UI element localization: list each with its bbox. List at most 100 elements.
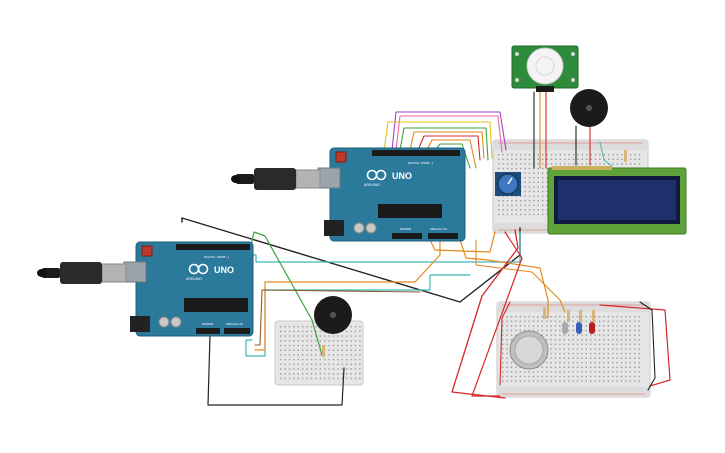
- breadboard-hole: [297, 363, 299, 365]
- breadboard-hole: [350, 373, 352, 375]
- reset-button-bottom[interactable]: [141, 245, 153, 257]
- breadboard-hole: [306, 363, 308, 365]
- breadboard-hole: [502, 195, 504, 197]
- usb-cable-bottom[interactable]: [37, 262, 127, 284]
- piezo-buzzer-bottom[interactable]: [314, 296, 352, 334]
- arduino-bottom[interactable]: UNO ARDUINO DIGITAL (PWM~) POWER ANALOG …: [123, 241, 254, 337]
- led-red[interactable]: [589, 322, 595, 334]
- usb-cable-top[interactable]: [231, 168, 321, 190]
- wire-orange-1[interactable]: [254, 239, 441, 351]
- chip-atmega-bottom: [184, 298, 248, 312]
- breadboard-hole: [359, 377, 361, 380]
- breadboard-hole: [546, 154, 548, 156]
- board-brand-bottom: ARDUINO: [186, 277, 202, 281]
- breadboard-hole: [359, 358, 361, 361]
- wire-pink-1[interactable]: [395, 115, 503, 153]
- breadboard-hole: [537, 195, 539, 197]
- breadboard-hole: [506, 343, 508, 345]
- breadboard-hole: [532, 320, 535, 322]
- breadboard-small[interactable]: [274, 320, 364, 386]
- breadboard-hole: [498, 209, 500, 211]
- wire-orange-3[interactable]: [475, 239, 566, 313]
- breadboard-hole: [537, 200, 539, 202]
- wire-green-buzzer[interactable]: [249, 231, 323, 356]
- breadboard-hole: [621, 154, 623, 156]
- resistor[interactable]: [579, 310, 582, 322]
- breadboard-hole: [528, 190, 531, 193]
- breadboard-hole: [310, 335, 313, 337]
- wire-yellow-1[interactable]: [383, 121, 493, 159]
- breadboard-hole: [302, 377, 304, 380]
- breadboard-hole: [638, 366, 640, 368]
- breadboard-hole: [563, 380, 565, 382]
- wire-orange-5[interactable]: [425, 139, 477, 169]
- potentiometer[interactable]: [495, 172, 521, 196]
- wire-red-3[interactable]: [599, 304, 671, 387]
- resistor[interactable]: [624, 150, 627, 162]
- wire-red-1[interactable]: [451, 229, 519, 399]
- wire-black-right[interactable]: [639, 301, 656, 391]
- breadboard-hole: [310, 326, 313, 328]
- breadboard-hole: [315, 326, 317, 328]
- resistor[interactable]: [322, 345, 325, 357]
- breadboard-hole: [350, 326, 352, 328]
- breadboard-bottom-right[interactable]: [496, 301, 651, 398]
- breadboard-hole: [359, 326, 361, 328]
- led-blue[interactable]: [576, 322, 582, 334]
- gas-sensor[interactable]: [509, 330, 549, 370]
- breadboard-hole: [568, 357, 570, 359]
- wire-orange-4[interactable]: [409, 131, 485, 159]
- breadboard-hole: [612, 334, 614, 336]
- breadboard-hole: [585, 362, 587, 364]
- breadboard-hole: [315, 344, 317, 347]
- breadboard-hole: [280, 330, 282, 333]
- wire-green-1[interactable]: [399, 127, 489, 161]
- breadboard-hole: [550, 348, 552, 350]
- breadboard-hole: [524, 154, 526, 156]
- arduino-logo-top: [366, 169, 387, 181]
- resistor[interactable]: [543, 307, 546, 319]
- breadboard-hole: [350, 358, 352, 361]
- breadboard-hole: [319, 335, 321, 337]
- wire-teal-lcd[interactable]: [599, 141, 613, 167]
- breadboard-hole: [537, 177, 539, 179]
- lcd-16x2[interactable]: [547, 166, 687, 235]
- board-model-top: UNO: [392, 171, 412, 181]
- wire-orange-lcd[interactable]: [429, 231, 496, 253]
- breadboard-hole: [502, 209, 504, 211]
- breadboard-hole: [564, 163, 566, 165]
- wire-brown-1[interactable]: [254, 289, 421, 346]
- breadboard-hole: [598, 371, 601, 373]
- breadboard-hole: [297, 340, 299, 342]
- wire-orange-2[interactable]: [459, 239, 549, 319]
- reset-button-top[interactable]: [335, 151, 347, 163]
- breadboard-hole: [515, 325, 517, 327]
- resistor[interactable]: [592, 310, 595, 322]
- breadboard-hole: [546, 200, 548, 202]
- wire-red-2[interactable]: [471, 231, 523, 397]
- breadboard-hole: [537, 163, 539, 165]
- breadboard-hole: [506, 348, 508, 350]
- piezo-buzzer-top[interactable]: [570, 89, 608, 127]
- wire-red-4[interactable]: [499, 301, 511, 386]
- breadboard-hole: [297, 335, 299, 337]
- breadboard-hole: [515, 204, 517, 206]
- breadboard-hole: [293, 340, 295, 342]
- breadboard-hole: [502, 158, 504, 160]
- led-white[interactable]: [562, 322, 568, 334]
- wire-black-bottom[interactable]: [207, 334, 345, 406]
- breadboard-hole: [284, 363, 286, 365]
- wire-red-5[interactable]: [417, 135, 481, 161]
- breadboard-hole: [506, 375, 508, 378]
- breadboard-hole: [581, 158, 583, 160]
- breadboard-hole: [576, 348, 579, 350]
- breadboard-hole: [319, 373, 321, 375]
- breadboard-hole: [603, 366, 605, 368]
- wire-purple-1[interactable]: [391, 111, 507, 151]
- breadboard-hole: [502, 352, 504, 355]
- breadboard-hole: [506, 213, 509, 216]
- breadboard-hole: [594, 362, 596, 364]
- pir-sensor[interactable]: [511, 45, 579, 92]
- resistor[interactable]: [567, 310, 570, 322]
- arduino-top[interactable]: UNO ARDUINO DIGITAL (PWM~) POWER ANALOG …: [317, 147, 466, 242]
